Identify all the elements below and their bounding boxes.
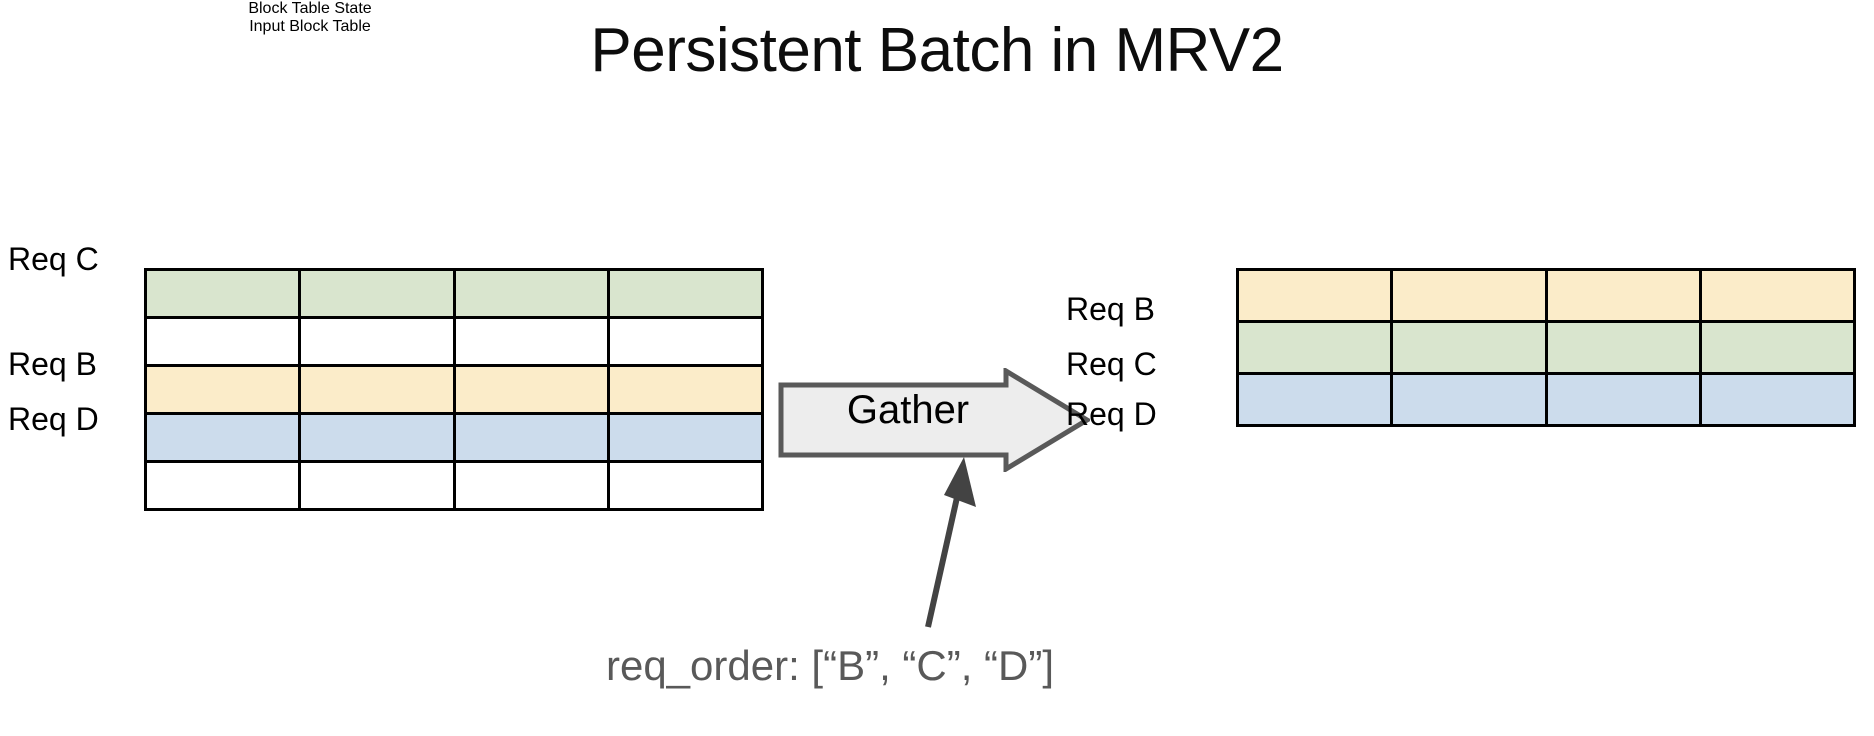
table-cell[interactable]: [606, 460, 765, 511]
table-cell[interactable]: [143, 268, 302, 319]
req-order-pointer-arrow-icon: [925, 457, 976, 628]
left-heading-prefix: Block Table: [248, 0, 335, 17]
table-cell[interactable]: [606, 268, 765, 319]
table-row: [143, 460, 765, 511]
right-row-label-req-c: Req C: [1066, 346, 1157, 382]
gather-label: Gather: [846, 388, 970, 432]
table-cell[interactable]: [298, 316, 456, 367]
table-cell[interactable]: [1698, 268, 1857, 323]
table-cell[interactable]: [1235, 268, 1394, 323]
table-cell[interactable]: [1698, 320, 1857, 375]
table-cell[interactable]: [298, 268, 456, 319]
page-title: Persistent Batch in MRV2: [590, 16, 1284, 85]
table-cell[interactable]: [606, 364, 765, 415]
req-order-caption: req_order: [“B”, “C”, “D”]: [605, 642, 1055, 689]
left-panel-heading: Block Table State: [0, 0, 620, 18]
right-row-label-req-d: Req D: [1066, 396, 1157, 432]
table-cell[interactable]: [1235, 320, 1394, 375]
left-row-label-req-d: Req D: [8, 401, 99, 437]
table-cell[interactable]: [1544, 268, 1702, 323]
table-row: [1235, 268, 1857, 323]
table-cell[interactable]: [1235, 372, 1394, 427]
gather-arrow-icon: [778, 368, 1090, 472]
table-row: [1235, 320, 1857, 375]
table-cell[interactable]: [1698, 372, 1857, 427]
table-cell[interactable]: [143, 364, 302, 415]
table-row: [143, 412, 765, 463]
table-cell[interactable]: [143, 316, 302, 367]
right-row-label-req-b: Req B: [1066, 291, 1155, 327]
table-row: [1235, 372, 1857, 427]
left-row-label-req-b: Req B: [8, 346, 97, 382]
table-cell[interactable]: [606, 316, 765, 367]
table-cell[interactable]: [606, 412, 765, 463]
table-row: [143, 364, 765, 415]
table-cell[interactable]: [298, 364, 456, 415]
table-row: [143, 268, 765, 319]
table-cell[interactable]: [1390, 320, 1548, 375]
table-cell[interactable]: [143, 460, 302, 511]
table-cell[interactable]: [452, 316, 610, 367]
table-cell[interactable]: [452, 364, 610, 415]
table-cell[interactable]: [1544, 320, 1702, 375]
table-cell[interactable]: [1390, 268, 1548, 323]
table-cell[interactable]: [452, 460, 610, 511]
block-table-input: [1235, 268, 1857, 427]
table-cell[interactable]: [452, 268, 610, 319]
table-cell[interactable]: [1390, 372, 1548, 427]
right-heading-accent: Input: [249, 18, 285, 35]
left-row-label-req-c: Req C: [8, 241, 99, 277]
table-row: [143, 316, 765, 367]
table-cell[interactable]: [452, 412, 610, 463]
table-cell[interactable]: [298, 412, 456, 463]
table-cell[interactable]: [1544, 372, 1702, 427]
table-cell[interactable]: [298, 460, 456, 511]
right-panel-heading: Input Block Table: [0, 18, 620, 36]
block-table-state: [143, 268, 765, 511]
right-heading-suffix: Block Table: [284, 18, 371, 35]
left-heading-accent: State: [334, 0, 372, 17]
table-cell[interactable]: [143, 412, 302, 463]
